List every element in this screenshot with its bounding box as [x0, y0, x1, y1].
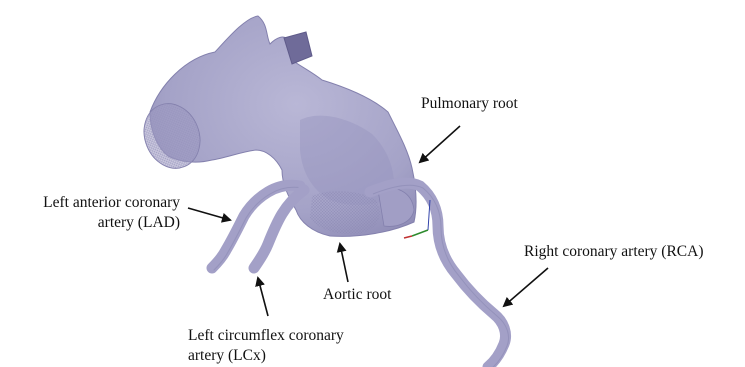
lad-label-line1: Left anterior coronary	[12, 193, 180, 213]
rca-text: Right coronary artery (RCA)	[524, 242, 704, 262]
lcx-label: Left circumflex coronary artery (LCx)	[188, 326, 344, 366]
arrow-lad	[188, 208, 230, 220]
rca-label: Right coronary artery (RCA)	[524, 242, 704, 262]
lcx-label-line1: Left circumflex coronary	[188, 326, 344, 346]
arrow-pulmonary-root	[420, 126, 460, 162]
arrow-rca	[504, 268, 548, 306]
aortic-root-label: Aortic root	[323, 285, 391, 305]
aortic-root-text: Aortic root	[323, 285, 391, 305]
lad-label: Left anterior coronary artery (LAD)	[12, 193, 180, 233]
arrow-lcx	[258, 278, 268, 316]
arrow-aortic-root	[340, 244, 348, 282]
lad-label-line2: artery (LAD)	[12, 213, 180, 233]
pulmonary-root-text: Pulmonary root	[421, 94, 518, 114]
pulmonary-root-label: Pulmonary root	[421, 94, 518, 114]
lcx-label-line2: artery (LCx)	[188, 346, 344, 366]
